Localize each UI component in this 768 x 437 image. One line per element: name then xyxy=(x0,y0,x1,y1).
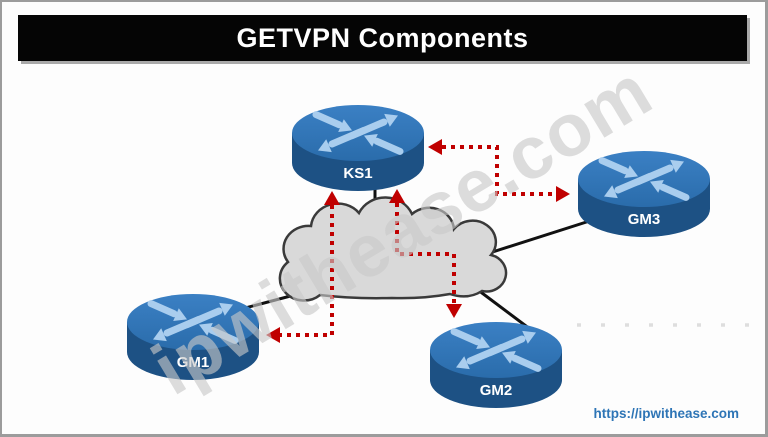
dotted-path-ks1-gm1 xyxy=(266,191,340,343)
router-gm3-label: GM3 xyxy=(628,211,661,228)
arrowhead-left-ks1 xyxy=(428,139,442,155)
website-link[interactable]: https://ipwithease.com xyxy=(593,406,739,421)
router-gm2-label: GM2 xyxy=(480,382,513,399)
arrowhead-down-gm2 xyxy=(446,304,462,318)
router-ks1: KS1 xyxy=(292,105,424,191)
red-dotted-paths xyxy=(266,139,570,343)
router-gm1: GM1 xyxy=(127,294,259,380)
title-bar: GETVPN Components xyxy=(18,15,747,61)
dotted-path-ks1-gm3 xyxy=(428,139,570,202)
page-title: GETVPN Components xyxy=(236,22,529,53)
arrowhead-up-ks1-2 xyxy=(389,189,405,203)
arrowhead-up-ks1 xyxy=(324,191,340,205)
arrowhead-right-gm3 xyxy=(556,186,570,202)
arrowhead-left-gm1 xyxy=(266,327,280,343)
router-gm1-label: GM1 xyxy=(177,354,210,371)
cloud-shape xyxy=(278,196,508,302)
router-gm2: GM2 xyxy=(430,322,562,408)
router-gm3: GM3 xyxy=(578,151,710,237)
router-ks1-label: KS1 xyxy=(343,165,372,182)
dotted-path-ks1-gm2 xyxy=(389,189,462,318)
